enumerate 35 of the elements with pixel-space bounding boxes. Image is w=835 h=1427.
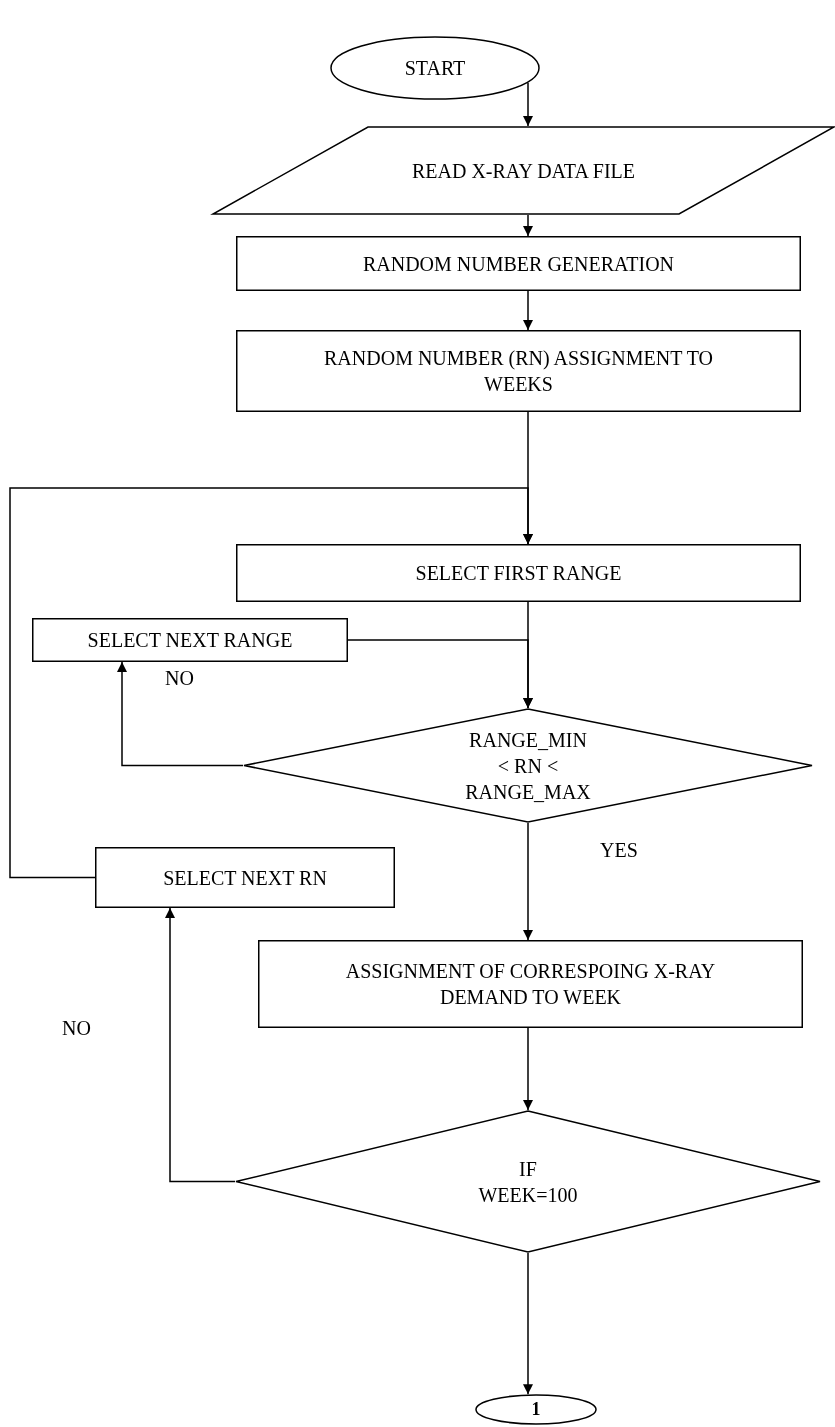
arrow	[523, 214, 533, 237]
node-label: RANDOM NUMBER (RN) ASSIGNMENT TO WEEKS	[323, 346, 714, 397]
process-box	[258, 940, 803, 1028]
input-parallelogram	[212, 126, 835, 215]
arrow	[523, 82, 533, 127]
arrow	[9, 487, 533, 879]
node-label: START	[404, 56, 466, 81]
node-label: IF WEEK=100	[477, 1156, 579, 1208]
node-label: 1	[531, 1397, 541, 1421]
decision-diamond	[235, 1110, 821, 1253]
node-label: SELECT FIRST RANGE	[415, 561, 622, 586]
edge-label: NO	[60, 1018, 93, 1038]
arrow	[523, 1027, 533, 1111]
node-label: RANGE_MIN < RN < RANGE_MAX	[464, 727, 592, 805]
arrow	[117, 661, 244, 767]
node-label: SELECT NEXT RN	[163, 865, 327, 891]
arrow	[347, 639, 533, 709]
arrow	[165, 907, 236, 1183]
process-box	[32, 618, 348, 662]
node-label: ASSIGNMENT OF CORRESPOING X-RAY DEMAND TO WEEK	[344, 959, 717, 1010]
arrow	[523, 822, 533, 941]
decision-diamond	[243, 708, 813, 823]
node-label: READ X-RAY DATA FILE	[411, 158, 635, 184]
node-label: SELECT NEXT RANGE	[87, 628, 293, 653]
edge-label: NO	[163, 668, 196, 688]
arrow	[523, 290, 533, 331]
process-box	[236, 544, 801, 602]
arrow	[523, 1252, 533, 1395]
process-box	[236, 330, 801, 412]
node-label: RANDOM NUMBER GENERATION	[362, 251, 675, 277]
process-box	[95, 847, 395, 908]
connector-circle	[475, 1394, 597, 1425]
process-box	[236, 236, 801, 291]
start-terminal	[330, 36, 540, 100]
edge-label: YES	[598, 840, 640, 860]
